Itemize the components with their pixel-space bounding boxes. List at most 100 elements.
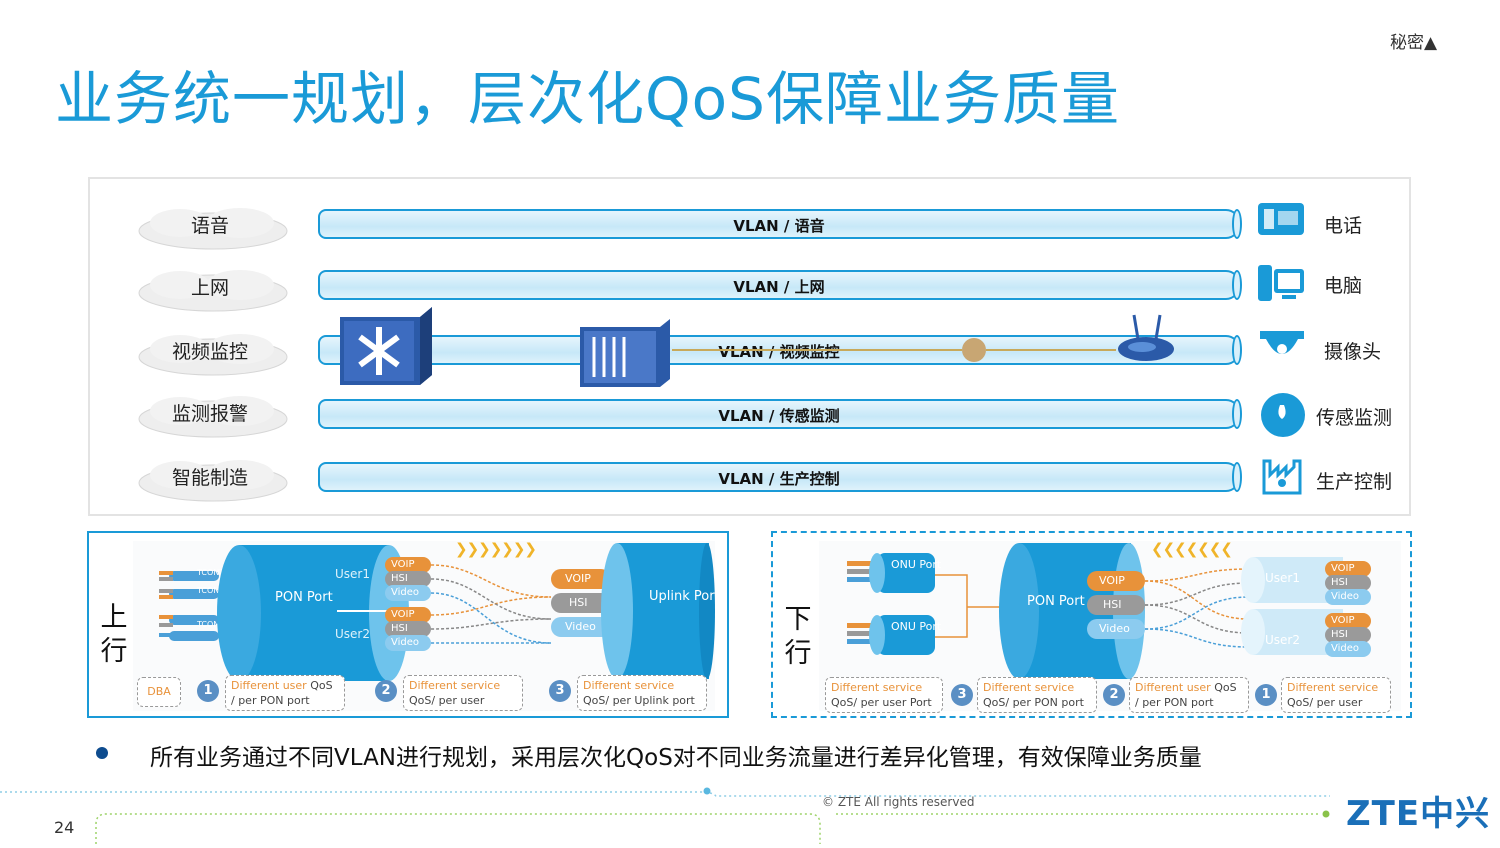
confidential-label: 秘密▲ xyxy=(1390,33,1438,53)
fiber-link xyxy=(986,349,1116,351)
device-production: 生产控制 xyxy=(1316,471,1393,493)
upstream-diagram: TCONT1 TCONT2 TCONTx PON Port User1 User… xyxy=(133,540,720,711)
tcont-label: TCONTx xyxy=(197,620,229,629)
service-pill: Video xyxy=(1325,589,1371,605)
device-sensor: 传感监测 xyxy=(1316,407,1393,429)
tcont-label: TCONT2 xyxy=(197,586,230,595)
qos-note: Different service QoS/ per Uplink port xyxy=(577,675,707,711)
uplink-port-cylinder xyxy=(601,543,715,687)
vlan-label: VLAN / 生产控制 xyxy=(718,470,840,488)
user-label: User2 xyxy=(1265,633,1300,647)
fiber-link xyxy=(672,349,962,351)
vlan-label: VLAN / 视频监控 xyxy=(718,343,840,361)
zte-logo: ZTE中兴 xyxy=(1346,794,1491,834)
vlan-pipe-internet: VLAN / 上网 xyxy=(318,270,1242,300)
step-number: 1 xyxy=(197,680,219,702)
step-number: 2 xyxy=(1103,684,1125,706)
onu-port-label: ONU Port xyxy=(891,620,942,633)
qos-note: Different service QoS/ per PON port xyxy=(977,677,1097,713)
vlan-label: VLAN / 语音 xyxy=(733,217,825,235)
service-pill: Video xyxy=(1325,641,1371,657)
service-pill: Video xyxy=(551,617,611,637)
service-name: 视频监控 xyxy=(171,341,248,363)
olt-switch-icon xyxy=(340,307,435,391)
factory-icon xyxy=(1260,453,1304,499)
service-pill: VOIP xyxy=(385,557,431,573)
downstream-box: 下行 ONU Port ONU Port PON Port VOIP HSI V… xyxy=(771,531,1412,718)
upstream-box: 上行 TCONT1 TCONT2 TCONTx PON Port User1 U… xyxy=(87,531,729,718)
service-pill: HSI xyxy=(1087,595,1145,615)
qos-note: Different user QoS / per PON port xyxy=(1129,677,1249,713)
dba-note: DBA xyxy=(137,677,181,707)
qos-note: Different service QoS/ per user xyxy=(1281,677,1391,713)
vlan-panel: 语音 VLAN / 语音 电话 上网 VLAN / 上网 电脑 视频监控 VLA… xyxy=(88,177,1411,516)
copyright: © ZTE All rights reserved xyxy=(822,795,975,809)
service-cloud-video: 视频监控 xyxy=(135,327,303,383)
service-pill: Video xyxy=(385,635,431,651)
service-pill: HSI xyxy=(1325,627,1371,643)
service-name: 智能制造 xyxy=(171,467,248,489)
service-pill: VOIP xyxy=(1087,571,1145,591)
page-number: 24 xyxy=(54,818,75,837)
onu-router-icon xyxy=(1116,313,1176,369)
device-computer: 电脑 xyxy=(1324,275,1363,297)
service-pill: Video xyxy=(1087,619,1145,639)
pon-port-cylinder xyxy=(999,543,1149,687)
service-pill: VOIP xyxy=(385,607,431,623)
service-pill: VOIP xyxy=(1325,613,1371,629)
vlan-pipe-voice: VLAN / 语音 xyxy=(318,209,1242,239)
summary-text: 所有业务通过不同VLAN进行规划，采用层次化QoS对不同业务流量进行差异化管理，… xyxy=(150,745,1202,771)
bullet-dot xyxy=(96,747,108,759)
onu-ports xyxy=(847,553,947,667)
vlan-pipe-sensor: VLAN / 传感监测 xyxy=(318,399,1242,429)
uplink-port-label: Uplink Port xyxy=(649,589,720,604)
step-number: 3 xyxy=(951,684,973,706)
footer-decoration xyxy=(0,780,1500,848)
service-pill: Video xyxy=(385,585,431,601)
service-cloud-alarm: 监测报警 xyxy=(135,389,303,445)
service-name: 语音 xyxy=(190,215,229,237)
camera-icon xyxy=(1258,329,1306,369)
user-label: User2 xyxy=(335,627,370,641)
vlan-label: VLAN / 传感监测 xyxy=(718,407,840,425)
onu-connection xyxy=(935,573,1005,647)
pon-port-label: PON Port xyxy=(275,590,333,605)
device-camera: 摄像头 xyxy=(1324,341,1382,363)
service-pill: VOIP xyxy=(1325,561,1371,577)
tcont-cables xyxy=(159,567,229,653)
service-name: 上网 xyxy=(190,277,229,299)
flow-lines xyxy=(430,561,552,655)
service-pill: HSI xyxy=(1325,575,1371,591)
step-number: 1 xyxy=(1255,684,1277,706)
flow-lines xyxy=(1144,565,1250,659)
flow-arrows: ❮❮❮❮❮❮❮ xyxy=(1151,540,1233,558)
vlan-label: VLAN / 上网 xyxy=(733,278,825,296)
downstream-label: 下行 xyxy=(784,604,812,669)
service-cloud-manufacturing: 智能制造 xyxy=(135,453,303,509)
step-number: 3 xyxy=(549,680,571,702)
tcont-label: TCONT1 xyxy=(197,568,230,577)
pon-port-label: PON Port xyxy=(1027,594,1085,609)
service-pill: HSI xyxy=(385,621,431,637)
service-cloud-voice: 语音 xyxy=(135,201,303,257)
qos-note: Different service QoS/ per user xyxy=(403,675,523,711)
page-title: 业务统一规划，层次化QoS保障业务质量 xyxy=(55,65,1120,133)
phone-icon xyxy=(1256,201,1306,241)
downstream-diagram: ONU Port ONU Port PON Port VOIP HSI Vide… xyxy=(819,540,1401,713)
onu-port-label: ONU Port xyxy=(891,558,942,571)
user-label: User1 xyxy=(1265,571,1300,585)
qos-note: Different user QoS / per PON port xyxy=(225,675,345,711)
upstream-label: 上行 xyxy=(100,602,128,667)
service-pill: VOIP xyxy=(551,569,611,589)
service-name: 监测报警 xyxy=(171,403,248,425)
qos-note: Different service QoS/ per user Port xyxy=(825,677,943,713)
service-cloud-internet: 上网 xyxy=(135,263,303,319)
service-pill: HSI xyxy=(551,593,611,613)
device-phone: 电话 xyxy=(1324,215,1363,237)
user-label: User1 xyxy=(335,567,370,581)
splitter-icon xyxy=(962,338,986,362)
service-pill: HSI xyxy=(385,571,431,587)
computer-icon xyxy=(1256,263,1306,309)
sensor-icon xyxy=(1258,391,1308,443)
flow-arrows: ❯❯❯❯❯❯❯ xyxy=(455,540,537,558)
